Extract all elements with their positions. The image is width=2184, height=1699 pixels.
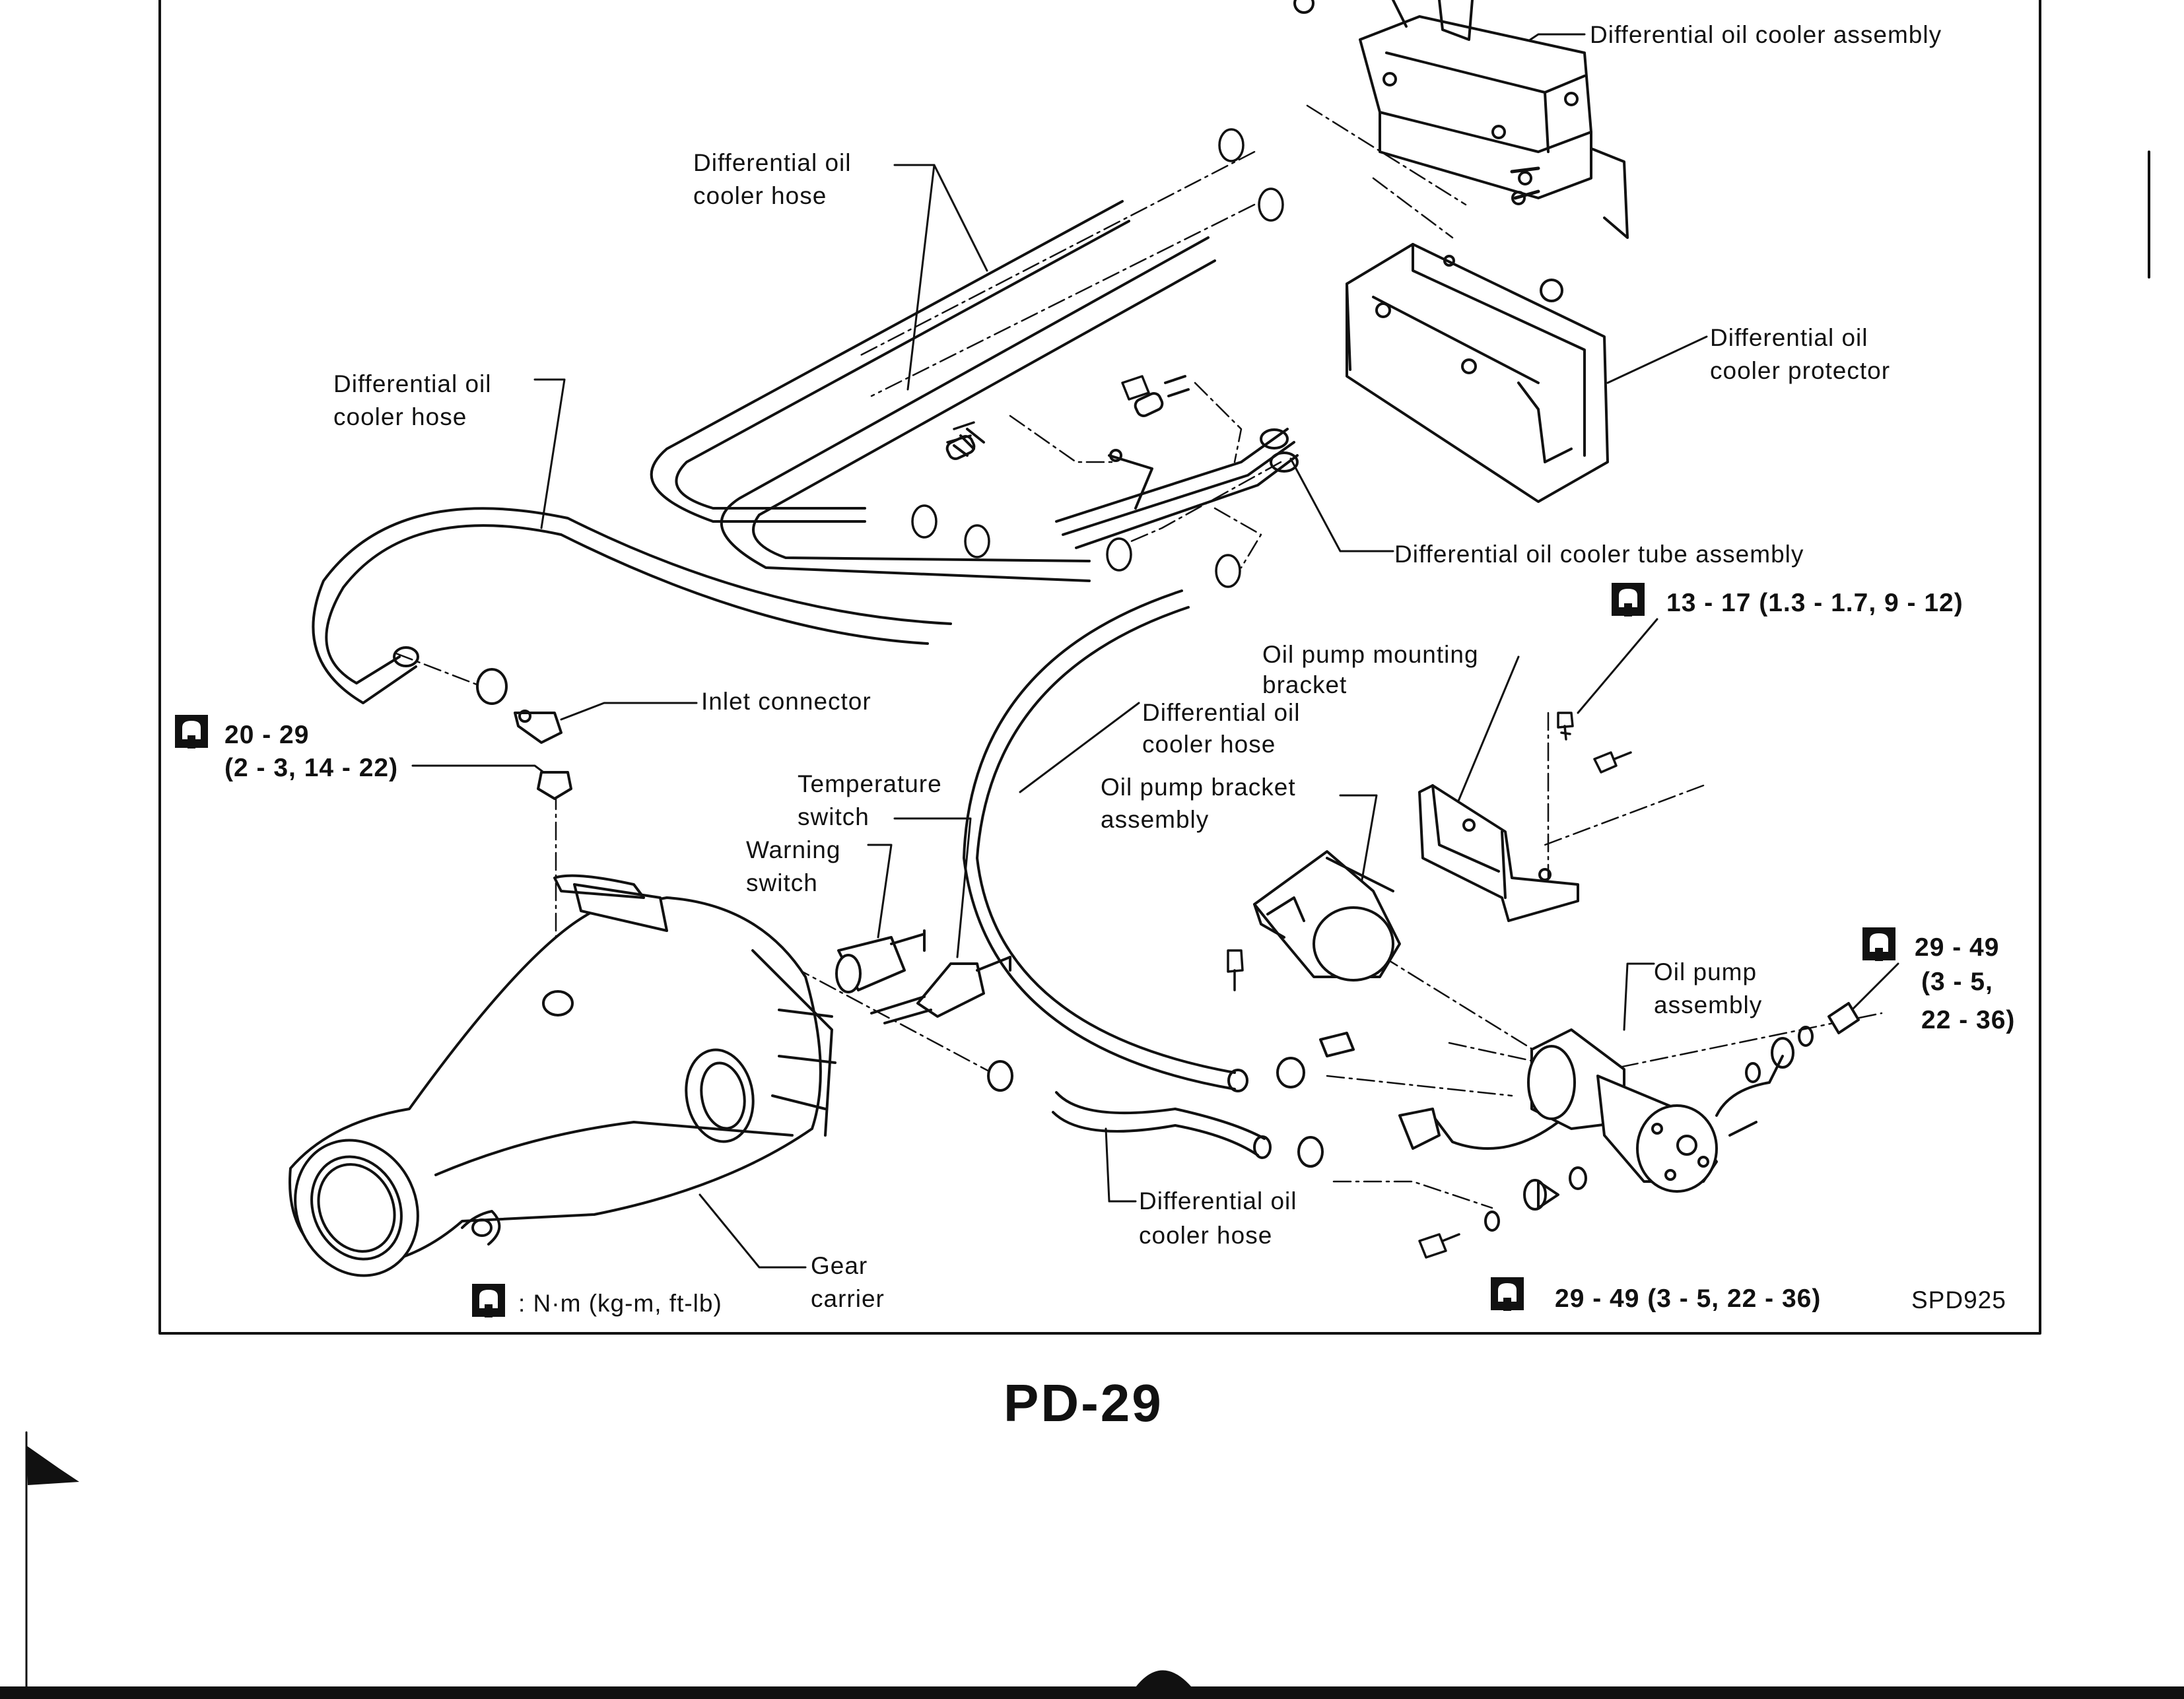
middle-hose (963, 589, 1305, 1092)
margin-arrow-icon (26, 1446, 79, 1485)
torque-spec-t2-line1: 20 - 29 (224, 721, 310, 749)
label-line: cooler hose (1142, 731, 1276, 758)
bolts (946, 375, 1632, 1259)
oil-pump-mounting-bracket (1418, 784, 1579, 922)
label-line: Oil pump bracket (1101, 774, 1296, 801)
inlet-connector (476, 668, 572, 800)
label-line: Warning (746, 836, 841, 863)
label-line: Differential oil (1139, 1187, 1297, 1215)
label-cooler-assembly: Differential oil cooler assembly (1590, 21, 1942, 48)
torque-spec-t4: 29 - 49 (3 - 5, 22 - 36) (1555, 1284, 1822, 1313)
label-line: Differential oil (333, 370, 492, 397)
centerlines (395, 104, 1883, 1209)
label-line: Differential oil (1142, 699, 1301, 726)
diagram-frame (158, 0, 2041, 1335)
label-line: switch (746, 869, 818, 896)
label-line: Oil pump (1654, 958, 1757, 985)
torque-spec-t3-line3: 22 - 36) (1921, 1006, 2016, 1034)
label-line: assembly (1101, 806, 1210, 833)
torque-wrench-icon (472, 1284, 505, 1317)
label-line: Gear (811, 1252, 868, 1279)
label-line: Differential oil (1710, 324, 1868, 351)
torque-wrench-icon (1612, 583, 1645, 616)
switches (835, 929, 1011, 1024)
label-line: Differential oil (693, 149, 852, 176)
page-number: PD-29 (1004, 1374, 1163, 1432)
label-line: carrier (811, 1285, 885, 1312)
leader-lines (411, 33, 1899, 1269)
label-line: cooler hose (693, 182, 827, 209)
torque-legend: : N·m (kg-m, ft-lb) (518, 1290, 722, 1317)
label-line: Oil pump mounting (1262, 641, 1479, 668)
label-line: cooler hose (1139, 1222, 1273, 1249)
label-inlet-connector: Inlet connector (701, 688, 871, 715)
torque-spec-t3-line2: (3 - 5, (1921, 968, 1993, 996)
top-hose-pair (650, 200, 1216, 582)
cooler-tube-assembly (945, 375, 1299, 549)
bottom-bar-bump (1136, 1670, 1192, 1687)
oil-cooler-assembly (1293, 0, 1629, 239)
torque-spec-t2-line2: (2 - 3, 14 - 22) (224, 754, 399, 782)
figure-code: SPD925 (1911, 1286, 2006, 1314)
label-line: Temperature (798, 770, 942, 797)
bottom-hose (987, 1060, 1324, 1168)
cooler-protector (1346, 243, 1609, 503)
label-line: cooler protector (1710, 357, 1891, 384)
torque-wrench-icon (1862, 927, 1895, 961)
oil-pump-assembly (1319, 1002, 1860, 1232)
torque-spec-t3-line1: 29 - 49 (1915, 933, 2000, 962)
left-hose (312, 507, 952, 704)
clamps-top (911, 128, 1284, 588)
torque-wrench-icon (175, 715, 208, 749)
label-line: assembly (1654, 991, 1763, 1018)
label-tube-assembly: Differential oil cooler tube assembly (1394, 541, 1804, 568)
torque-spec-t1: 13 - 17 (1.3 - 1.7, 9 - 12) (1666, 589, 1963, 617)
gear-carrier (289, 874, 836, 1277)
label-line: bracket (1262, 671, 1348, 698)
torque-wrench-icon (1491, 1277, 1524, 1311)
label-line: switch (798, 803, 870, 830)
oil-pump-bracket-assembly (1253, 850, 1401, 982)
label-line: cooler hose (333, 403, 467, 430)
bottom-bar (0, 1686, 2184, 1699)
